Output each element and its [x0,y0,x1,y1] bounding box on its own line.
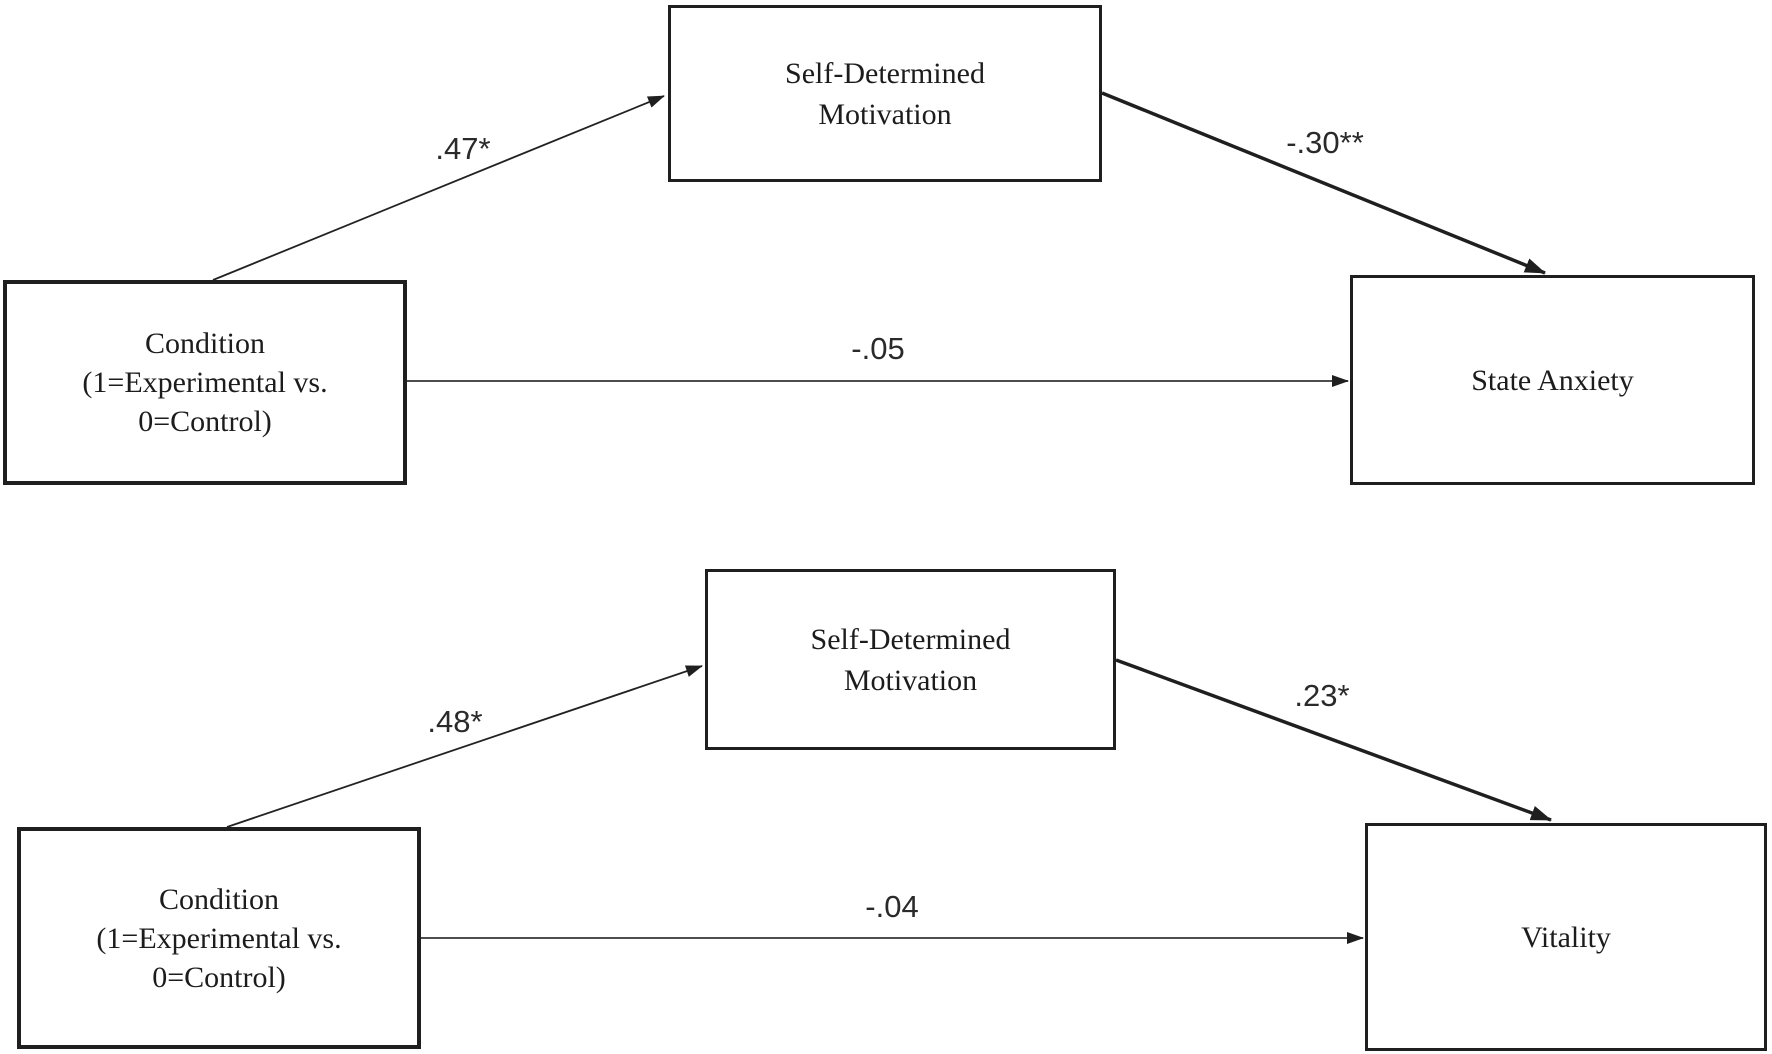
path-b-arrow-top [1101,91,1546,275]
path-b-coefficient-bottom: .23* [1294,678,1350,713]
path-b-coefficient-top: -.30** [1286,125,1364,160]
vitality-box-label: Vitality [1521,920,1611,954]
path-a-coefficient-top: .47* [435,131,491,166]
path-c-coefficient-bottom: -.04 [865,889,919,924]
condition-box-top: Condition (1=Experimental vs. 0=Control) [3,280,407,485]
mediator-box-top-label: Self-Determined Motivation [785,56,985,131]
path-b-arrow-bottom [1115,658,1552,822]
condition-box-bottom: Condition (1=Experimental vs. 0=Control) [17,827,421,1049]
vitality-box: Vitality [1365,823,1767,1051]
path-a-arrow-top [212,95,665,281]
mediator-box-bottom: Self-Determined Motivation [705,569,1116,750]
path-a-coefficient-bottom: .48* [427,704,483,739]
path-c-coefficient-top: -.05 [851,331,905,366]
mediator-box-top: Self-Determined Motivation [668,5,1102,182]
path-a-arrow-bottom [226,665,703,828]
condition-box-top-label: Condition (1=Experimental vs. 0=Control) [82,327,328,438]
state-anxiety-box-label: State Anxiety [1471,363,1634,397]
condition-box-bottom-label: Condition (1=Experimental vs. 0=Control) [96,882,342,994]
mediator-box-bottom-label: Self-Determined Motivation [810,622,1011,697]
state-anxiety-box: State Anxiety [1350,275,1755,485]
